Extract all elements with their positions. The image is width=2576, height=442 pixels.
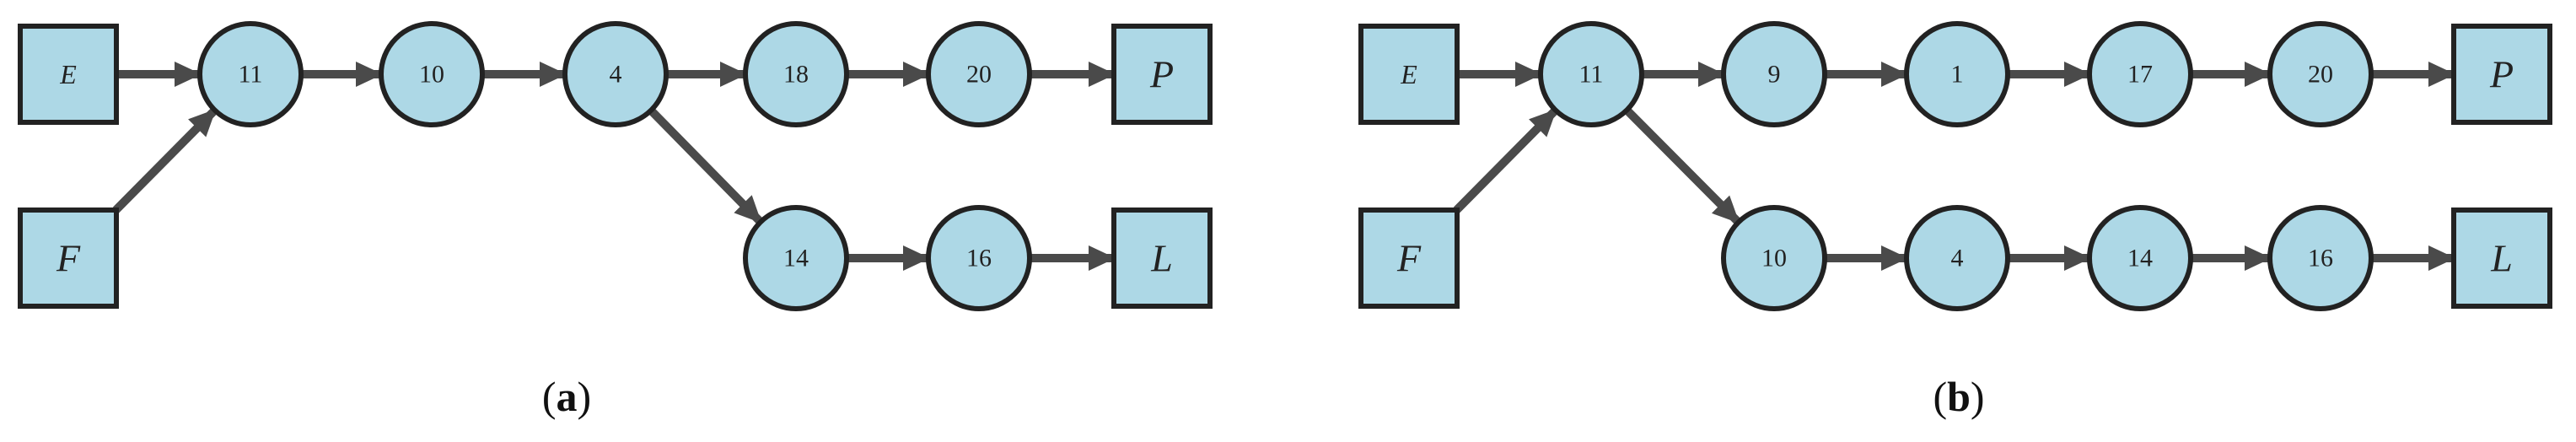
circle-node: 18 bbox=[743, 21, 849, 127]
node-label: P bbox=[2489, 53, 2514, 96]
square-shape bbox=[18, 24, 119, 125]
node-label: 10 bbox=[1761, 245, 1787, 272]
square-shape bbox=[1111, 24, 1213, 125]
edges-layer bbox=[112, 62, 2455, 271]
circle-node: 14 bbox=[743, 205, 849, 311]
terminal-node: L bbox=[1111, 208, 1213, 309]
circle-shape bbox=[926, 205, 1032, 311]
edge-arrow bbox=[1453, 107, 1559, 213]
caption-open: ( bbox=[542, 373, 557, 420]
node-label: P bbox=[1149, 53, 1174, 96]
circle-shape bbox=[2267, 205, 2374, 311]
caption-letter: a bbox=[557, 373, 578, 420]
circle-shape bbox=[379, 21, 485, 127]
circle-shape bbox=[1721, 205, 1827, 311]
captions-layer: (a)(b) bbox=[542, 373, 1985, 420]
terminal-node: P bbox=[2451, 24, 2552, 125]
panel-caption: (a) bbox=[542, 373, 591, 420]
node-label: L bbox=[2490, 237, 2513, 280]
square-shape bbox=[18, 208, 119, 309]
square-shape bbox=[1111, 208, 1213, 309]
node-label: 16 bbox=[966, 245, 992, 272]
square-shape bbox=[2451, 24, 2552, 125]
circle-shape bbox=[2267, 21, 2374, 127]
edge-arrow bbox=[1623, 106, 1742, 226]
square-shape bbox=[2451, 208, 2552, 309]
nodes-layer: E F 11 10 4 18 20 P 14 16 L E F 11 9 1 17 20 P 10 4 14 16 L bbox=[18, 21, 2552, 311]
circle-node: 16 bbox=[926, 205, 1032, 311]
node-label: F bbox=[56, 237, 81, 280]
circle-shape bbox=[1538, 21, 1644, 127]
caption-close: ) bbox=[578, 373, 592, 420]
circle-shape bbox=[197, 21, 304, 127]
caption-letter: b bbox=[1947, 373, 1971, 420]
square-shape bbox=[1358, 24, 1460, 125]
circle-node: 4 bbox=[1904, 205, 2010, 311]
circle-node: 11 bbox=[1538, 21, 1644, 127]
node-label: 14 bbox=[2127, 245, 2153, 272]
circle-shape bbox=[2087, 205, 2193, 311]
node-label: 11 bbox=[1579, 61, 1604, 89]
edge-arrow bbox=[112, 107, 218, 213]
caption-close: ) bbox=[1971, 373, 1985, 420]
circle-shape bbox=[743, 205, 849, 311]
circle-shape bbox=[926, 21, 1032, 127]
edge-arrow bbox=[648, 107, 764, 225]
node-label: E bbox=[1400, 59, 1417, 89]
circle-shape bbox=[2087, 21, 2193, 127]
circle-shape bbox=[1904, 205, 2010, 311]
terminal-node: E bbox=[18, 24, 119, 125]
node-label: 4 bbox=[1951, 245, 1964, 272]
terminal-node: E bbox=[1358, 24, 1460, 125]
node-label: 9 bbox=[1768, 61, 1781, 89]
node-label: 20 bbox=[2308, 61, 2333, 89]
circle-node: 10 bbox=[379, 21, 485, 127]
panel-b: E F 11 9 1 17 20 P 10 4 14 16 L bbox=[1358, 21, 2552, 311]
caption-open: ( bbox=[1933, 373, 1947, 420]
circle-node: 20 bbox=[2267, 21, 2374, 127]
terminal-node: F bbox=[18, 208, 119, 309]
panel-a: E F 11 10 4 18 20 P 14 16 L bbox=[18, 21, 1213, 311]
terminal-node: P bbox=[1111, 24, 1213, 125]
terminal-node: F bbox=[1358, 208, 1460, 309]
node-label: 20 bbox=[966, 61, 992, 89]
circle-node: 1 bbox=[1904, 21, 2010, 127]
node-label: 10 bbox=[419, 61, 444, 89]
node-label: 18 bbox=[783, 61, 809, 89]
node-label: 11 bbox=[239, 61, 263, 89]
circle-node: 16 bbox=[2267, 205, 2374, 311]
circle-node: 20 bbox=[926, 21, 1032, 127]
node-label: 16 bbox=[2308, 245, 2333, 272]
node-label: 17 bbox=[2127, 61, 2153, 89]
node-label: 14 bbox=[783, 245, 809, 272]
circle-node: 9 bbox=[1721, 21, 1827, 127]
terminal-node: L bbox=[2451, 208, 2552, 309]
node-label: L bbox=[1150, 237, 1173, 280]
circle-node: 10 bbox=[1721, 205, 1827, 311]
circle-node: 17 bbox=[2087, 21, 2193, 127]
node-label: 4 bbox=[610, 61, 622, 89]
node-label: E bbox=[59, 59, 77, 89]
panel-caption: (b) bbox=[1933, 373, 1984, 420]
square-shape bbox=[1358, 208, 1460, 309]
circle-node: 14 bbox=[2087, 205, 2193, 311]
circle-shape bbox=[1904, 21, 2010, 127]
circle-shape bbox=[562, 21, 669, 127]
circle-node: 11 bbox=[197, 21, 304, 127]
node-label: F bbox=[1396, 237, 1422, 280]
circle-shape bbox=[1721, 21, 1827, 127]
node-label: 1 bbox=[1951, 61, 1964, 89]
circle-shape bbox=[743, 21, 849, 127]
circle-node: 4 bbox=[562, 21, 669, 127]
